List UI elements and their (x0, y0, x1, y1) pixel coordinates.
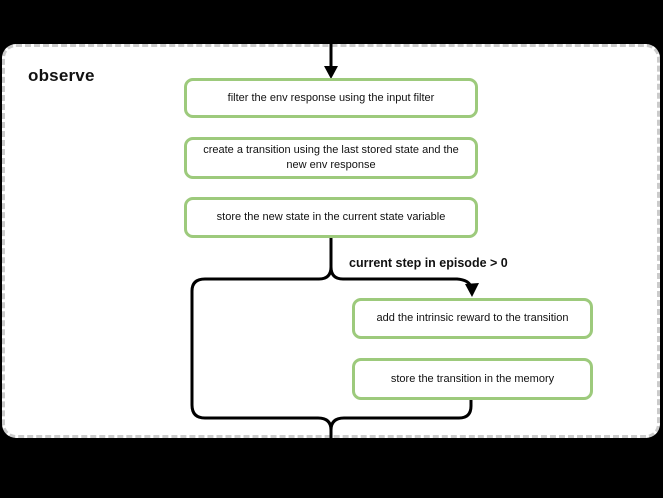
node-label: add the intrinsic reward to the transiti… (376, 312, 569, 325)
node-label: create a transition using the last store… (203, 144, 459, 171)
node-store-new-state: store the new state in the current state… (184, 197, 478, 238)
node-label: store the new state in the current state… (216, 211, 446, 224)
node-create-transition: create a transition using the last store… (184, 137, 478, 179)
group-title: observe (28, 66, 95, 85)
condition-label: current step in episode > 0 (349, 256, 508, 270)
node-label: store the transition in the memory (390, 372, 555, 385)
node-label: filter the env response using the input … (227, 91, 435, 104)
node-store-transition: store the transition in the memory (352, 358, 593, 400)
node-add-intrinsic-reward: add the intrinsic reward to the transiti… (352, 298, 593, 339)
node-filter-env-response: filter the env response using the input … (184, 78, 478, 118)
